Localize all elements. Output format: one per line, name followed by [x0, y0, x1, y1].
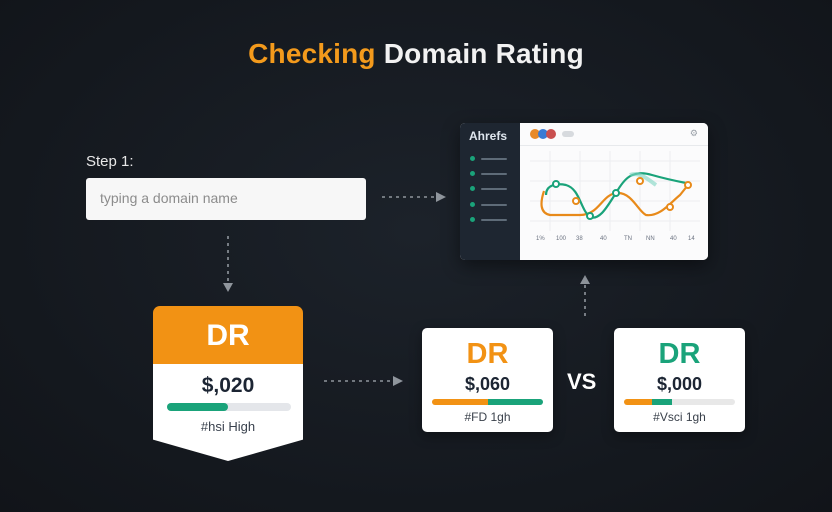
- x-tick-label: 14: [688, 236, 695, 242]
- chart-point: [586, 212, 594, 220]
- chart-point: [572, 197, 580, 205]
- title-accent: Checking: [248, 38, 376, 69]
- app-topbar: ⚙: [520, 123, 708, 146]
- dr-card-right-caption: #Vsci 1gh: [653, 410, 706, 424]
- title-rest: Domain Rating: [375, 38, 584, 69]
- dr-card-left: DR $,060 #FD 1gh: [422, 328, 553, 432]
- dr-main-progress-fill: [167, 403, 228, 411]
- x-tick-label: 100: [556, 236, 567, 242]
- chart-point: [636, 177, 644, 185]
- page-title: Checking Domain Rating: [0, 38, 832, 70]
- progress-segment-orange: [624, 399, 652, 405]
- dr-main-heading: DR: [153, 306, 303, 364]
- dr-main-caption: #hsi High: [200, 419, 256, 434]
- dr-card-left-heading: DR: [466, 338, 509, 370]
- avatar[interactable]: [546, 129, 556, 139]
- versus-label: VS: [567, 369, 597, 394]
- x-tick-label: 1%: [536, 236, 545, 242]
- sidebar-item[interactable]: [470, 155, 514, 163]
- step-label: Step 1:: [86, 153, 134, 170]
- topbar-pill: [562, 131, 574, 137]
- domain-input[interactable]: typing a domain name: [86, 178, 366, 220]
- sidebar-item-text: [481, 219, 507, 221]
- x-tick-label: TN: [624, 236, 632, 242]
- dr-card-left-progress: [432, 399, 543, 405]
- chart-point: [552, 180, 560, 188]
- arrowhead-up: [580, 275, 590, 284]
- sidebar-dot-icon: [470, 156, 475, 161]
- chart-point: [612, 189, 620, 197]
- dr-card-right-value: $,000: [656, 374, 703, 394]
- app-sidebar: Ahrefs: [460, 123, 520, 260]
- arrowhead-right-1: [436, 192, 446, 202]
- arrowhead-right-2: [393, 376, 403, 386]
- x-tick-label: 38: [576, 236, 583, 242]
- progress-segment-green: [488, 399, 543, 405]
- dr-main-progress: [167, 403, 291, 411]
- arrowhead-down: [223, 283, 233, 292]
- app-line-chart: [530, 151, 700, 231]
- sidebar-item-text: [481, 204, 507, 206]
- chart-point: [666, 203, 674, 211]
- dr-main-value: $,020: [201, 374, 255, 397]
- x-tick-label: 40: [670, 236, 677, 242]
- dr-card-right-progress: [624, 399, 735, 405]
- sidebar-item-text: [481, 158, 507, 160]
- dr-card-left-value: $,060: [464, 374, 511, 394]
- progress-segment-green: [652, 399, 672, 405]
- series-highlight: [629, 172, 658, 187]
- sidebar-item-text: [481, 188, 507, 190]
- chart-point: [684, 181, 692, 189]
- progress-segment-orange: [432, 399, 488, 405]
- dr-card-left-caption: #FD 1gh: [464, 410, 511, 424]
- sidebar-dot-icon: [470, 171, 475, 176]
- dr-main-card: DR $,020 #hsi High: [153, 306, 303, 461]
- sidebar-dot-icon: [470, 217, 475, 222]
- sidebar-item[interactable]: [470, 201, 514, 209]
- x-tick-label: NN: [646, 236, 655, 242]
- sidebar-item[interactable]: [470, 185, 514, 193]
- dr-main-body: [153, 364, 303, 461]
- avatar[interactable]: [538, 129, 548, 139]
- sidebar-item[interactable]: [470, 170, 514, 178]
- app-logo: Ahrefs: [469, 129, 508, 143]
- sidebar-dot-icon: [470, 202, 475, 207]
- settings-icon[interactable]: ⚙: [689, 128, 698, 138]
- app-main-panel: ⚙ 1% 100 38: [520, 123, 708, 260]
- series-green-line: [544, 172, 687, 219]
- ahrefs-app-window[interactable]: Ahrefs ⚙: [460, 123, 708, 260]
- sidebar-item[interactable]: [470, 216, 514, 224]
- avatar[interactable]: [530, 129, 540, 139]
- dr-card-right-heading: DR: [658, 338, 701, 370]
- sidebar-dot-icon: [470, 186, 475, 191]
- x-tick-label: 40: [600, 236, 607, 242]
- dr-card-right: DR $,000 #Vsci 1gh: [614, 328, 745, 432]
- sidebar-item-text: [481, 173, 507, 175]
